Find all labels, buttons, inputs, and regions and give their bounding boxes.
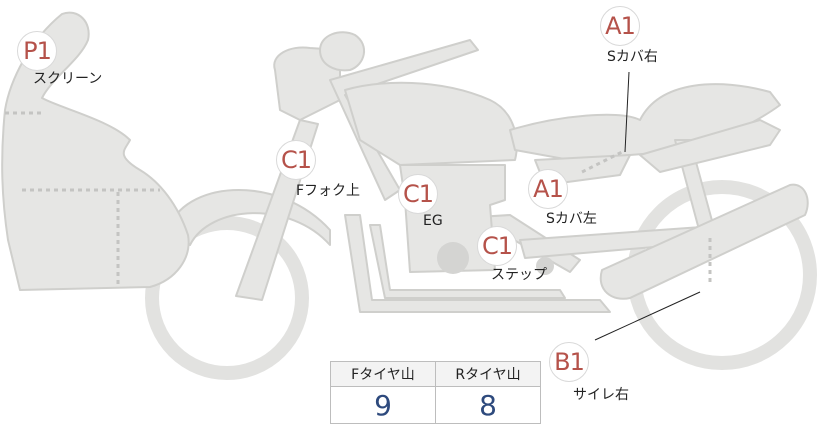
label-engine: EG — [423, 213, 443, 229]
silencer — [599, 183, 809, 300]
tire-tread-header-row: Fタイヤ山 Rタイヤ山 — [330, 361, 541, 387]
headlight — [273, 46, 341, 121]
front-tire-tread-header: Fタイヤ山 — [330, 361, 436, 387]
engine-hub — [437, 242, 469, 274]
step-hub — [536, 257, 554, 275]
grade-badge-silencer-right: B1 — [549, 342, 589, 382]
front-wheel — [145, 216, 309, 380]
rear-tire-tread-value: 8 — [435, 386, 541, 424]
label-s-cover-right: Sカバ右 — [607, 49, 658, 65]
grade-badge-s-cover-right: A1 — [600, 6, 640, 46]
label-screen: スクリーン — [33, 71, 103, 87]
tire-tread-value-row: 9 8 — [330, 386, 541, 424]
rear-tire-tread-header: Rタイヤ山 — [435, 361, 541, 387]
front-tire-tread-value: 9 — [330, 386, 436, 424]
leader-silencer-right — [594, 291, 701, 341]
grade-badge-s-cover-left: A1 — [528, 169, 568, 209]
frame — [329, 39, 479, 201]
label-s-cover-left: Sカバ左 — [546, 211, 597, 227]
exhaust-pipe-2 — [369, 224, 566, 299]
grade-badge-screen: P1 — [17, 31, 57, 71]
grade-badge-front-fork: C1 — [276, 140, 316, 180]
label-silencer-right: サイレ右 — [573, 387, 629, 403]
leader-s-cover-right — [624, 71, 630, 153]
screen-fairing — [1, 11, 190, 291]
exhaust-pipe — [344, 214, 611, 313]
label-front-fork: Fフォク上 — [296, 183, 361, 199]
label-step: ステップ — [491, 267, 547, 283]
tire-tread-table: Fタイヤ山 Rタイヤ山 9 8 — [330, 361, 541, 424]
grade-badge-step: C1 — [477, 226, 517, 266]
grade-badge-engine: C1 — [398, 174, 438, 214]
mirror — [319, 31, 365, 72]
rear-fender — [639, 119, 781, 173]
fuel-tank — [344, 81, 518, 166]
